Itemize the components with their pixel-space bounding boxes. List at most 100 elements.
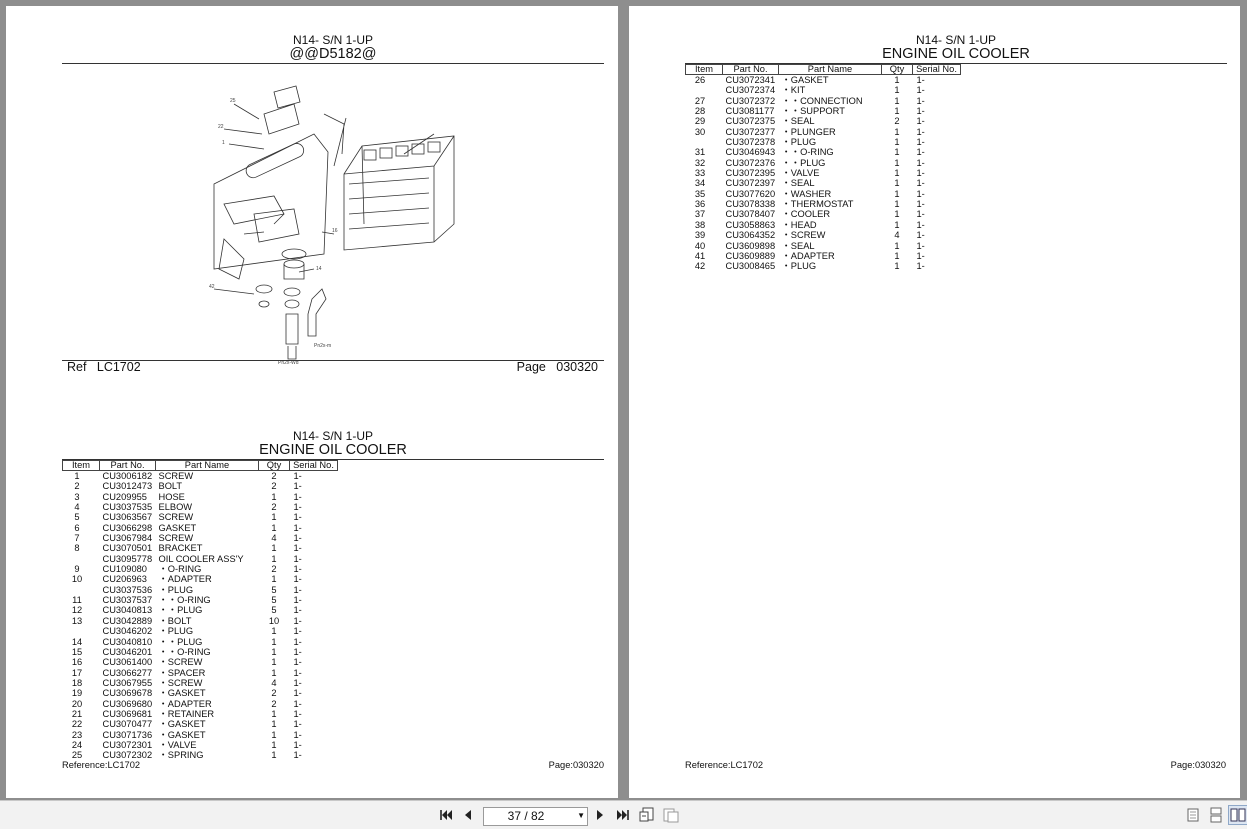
item-number: 26 — [694, 75, 706, 85]
item-number — [63, 585, 100, 595]
continuous-view-icon[interactable] — [1207, 806, 1225, 824]
serial-number: 1- — [293, 595, 302, 606]
diagram-header: N14- S/N 1-UP @@D5182@ — [62, 34, 604, 62]
first-page-icon[interactable] — [437, 806, 455, 824]
serial-number: 1- — [293, 574, 302, 585]
serial-number: 1- — [293, 667, 302, 678]
serial-number: 1- — [293, 564, 302, 575]
serial-number: 1- — [916, 95, 925, 106]
two-page-view-icon[interactable] — [1228, 805, 1247, 825]
quantity: 5 — [271, 605, 277, 616]
quantity: 1 — [271, 750, 277, 761]
part-name: GASKET — [158, 522, 197, 533]
part-number: CU206963 — [102, 574, 147, 585]
serial-number: 1- — [293, 512, 302, 523]
item-number: 6 — [74, 522, 80, 533]
ref-label: Ref LC1702 — [67, 360, 141, 374]
quantity: 10 — [268, 615, 280, 626]
page-number-input[interactable]: 37 / 82 ▼ — [483, 807, 588, 826]
fit-width-icon[interactable] — [662, 806, 680, 824]
serial-number: 1- — [916, 219, 925, 230]
part-name: ・・SUPPORT — [781, 106, 845, 117]
part-number: CU3072375 — [725, 116, 776, 127]
serial-number: 1- — [293, 605, 302, 616]
single-page-view-icon[interactable] — [1184, 806, 1202, 824]
list-header: N14- S/N 1-UP ENGINE OIL COOLER — [685, 34, 1227, 62]
quantity: 5 — [271, 595, 277, 606]
quantity: 1 — [271, 739, 277, 750]
part-number: CU3070477 — [102, 719, 153, 730]
page-label-text: Page — [516, 360, 546, 374]
item-number: 28 — [694, 106, 706, 117]
item-number: 7 — [74, 533, 80, 544]
quantity: 1 — [894, 219, 900, 230]
part-number: CU3046943 — [725, 147, 776, 158]
serial-number: 1- — [293, 533, 302, 544]
serial-number: 1- — [916, 75, 925, 85]
serial-number: 1- — [916, 85, 925, 96]
item-number: 25 — [71, 750, 83, 761]
part-number: CU3072372 — [725, 95, 776, 106]
last-page-icon[interactable] — [614, 806, 632, 824]
next-page-icon[interactable] — [591, 806, 609, 824]
page-value: 030320 — [556, 360, 598, 374]
svg-text:42: 42 — [209, 284, 215, 290]
part-name: ・・O-RING — [781, 147, 834, 158]
item-number: 41 — [694, 250, 706, 261]
item-number: 20 — [71, 698, 83, 709]
serial-number: 1- — [916, 106, 925, 117]
part-name: ・PLUG — [781, 261, 817, 272]
serial-number: 1- — [916, 230, 925, 241]
quantity: 1 — [271, 574, 277, 585]
fit-page-icon[interactable] — [638, 806, 656, 824]
part-name: ・ADAPTER — [158, 698, 212, 709]
list-header: N14- S/N 1-UP ENGINE OIL COOLER — [62, 430, 604, 458]
part-name: ・GASKET — [158, 729, 206, 740]
serial-number: 1- — [293, 626, 302, 637]
part-number: CU109080 — [102, 564, 147, 575]
part-number: CU3066298 — [102, 522, 153, 533]
quantity: 1 — [894, 126, 900, 137]
part-name: ・RETAINER — [158, 708, 215, 719]
col-qty-header: Qty — [258, 460, 290, 471]
part-name: ・THERMOSTAT — [781, 199, 854, 210]
prev-page-icon[interactable] — [459, 806, 477, 824]
quantity: 1 — [894, 261, 900, 272]
part-name: ・BOLT — [158, 615, 192, 626]
part-name: ・PLUG — [158, 584, 194, 595]
part-name: ELBOW — [158, 502, 193, 513]
serial-number: 1- — [916, 147, 925, 158]
footer-page: Page:030320 — [1170, 760, 1226, 770]
part-number: CU3012473 — [102, 481, 153, 492]
part-number: CU3078338 — [725, 199, 776, 210]
part-number: CU3064352 — [725, 230, 776, 241]
part-number: CU3069681 — [102, 708, 153, 719]
quantity: 1 — [894, 188, 900, 199]
serial-number: 1- — [293, 543, 302, 554]
serial-number: 1- — [293, 719, 302, 730]
part-name: ・・O-RING — [158, 646, 211, 657]
part-number: CU209955 — [102, 491, 147, 502]
quantity: 1 — [894, 85, 900, 96]
quantity: 1 — [894, 250, 900, 261]
chevron-down-icon[interactable]: ▼ — [577, 811, 585, 820]
serial-number: 1- — [293, 698, 302, 709]
quantity: 1 — [271, 543, 277, 554]
item-number: 36 — [694, 199, 706, 210]
part-number: CU3072395 — [725, 168, 776, 179]
part-name: ・SCREW — [781, 230, 826, 241]
quantity: 1 — [271, 636, 277, 647]
